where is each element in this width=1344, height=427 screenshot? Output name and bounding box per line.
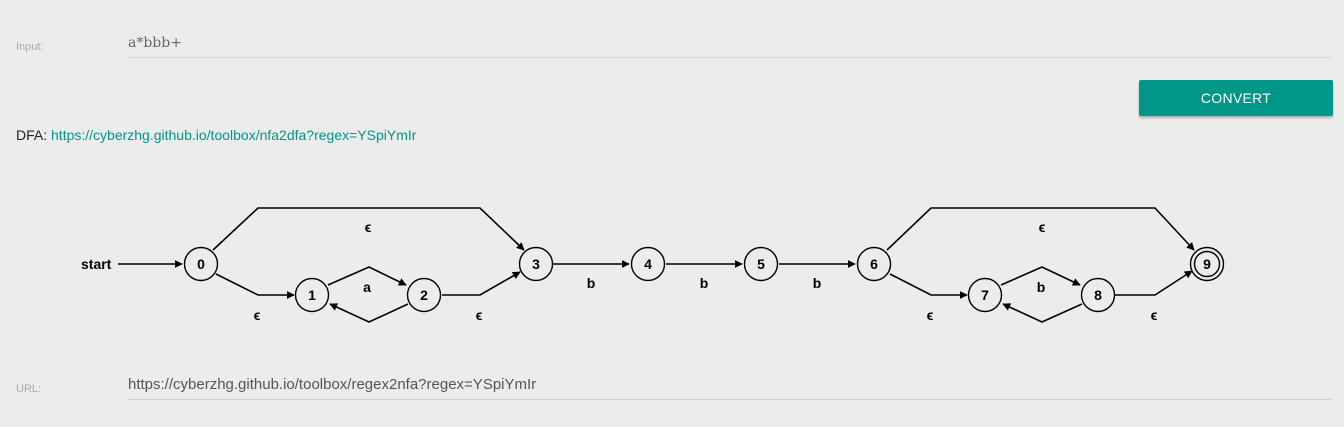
- edge-label-0-3: ϵ: [365, 219, 372, 235]
- edge-label-4-5: b: [700, 275, 709, 291]
- state-6: 6: [856, 246, 892, 282]
- edge-8-9: [1115, 270, 1193, 296]
- state-0: 0: [183, 246, 219, 282]
- state-label-7: 7: [981, 287, 989, 303]
- input-label: Input:: [16, 41, 44, 53]
- edge-8-7: [1002, 303, 1083, 323]
- regex-input[interactable]: [128, 28, 1332, 58]
- state-7: 7: [967, 277, 1003, 313]
- dfa-link[interactable]: https://cyberzhg.github.io/toolbox/nfa2d…: [51, 127, 417, 143]
- edge-2-1: [329, 303, 409, 323]
- edge-6-9: [886, 207, 1195, 251]
- state-8: 8: [1080, 277, 1116, 313]
- convert-button[interactable]: CONVERT: [1139, 80, 1333, 116]
- edge-label-0-1: ϵ: [254, 307, 261, 323]
- nfa-graph: start ϵ ϵ a ϵ b b b ϵ ϵ b ϵ 0 1 2 3 4: [81, 207, 1225, 323]
- edge-7-8: [1000, 266, 1081, 286]
- url-label: URL:: [16, 383, 42, 395]
- edge-label-7-8: b: [1037, 279, 1046, 295]
- edge-2-3: [442, 271, 521, 296]
- start-label: start: [81, 256, 112, 272]
- state-3: 3: [518, 246, 554, 282]
- edge-0-3: [212, 207, 525, 251]
- url-field[interactable]: [128, 370, 1332, 400]
- state-label-8: 8: [1094, 287, 1102, 303]
- state-label-3: 3: [532, 256, 540, 272]
- state-1: 1: [294, 277, 330, 313]
- state-5: 5: [743, 246, 779, 282]
- state-label-9: 9: [1203, 256, 1211, 272]
- state-2: 2: [406, 277, 442, 313]
- edge-label-8-9: ϵ: [1151, 307, 1158, 323]
- state-label-5: 5: [757, 256, 765, 272]
- state-4: 4: [630, 246, 666, 282]
- edge-label-3-4: b: [587, 275, 596, 291]
- state-label-0: 0: [197, 256, 205, 272]
- edge-6-7: [889, 273, 968, 299]
- edge-1-2: [327, 266, 407, 286]
- state-label-4: 4: [644, 256, 652, 272]
- edge-label-2-3: ϵ: [476, 307, 483, 323]
- state-9-accept: 9: [1189, 246, 1225, 282]
- state-label-6: 6: [870, 256, 878, 272]
- edge-label-6-7: ϵ: [927, 307, 934, 323]
- dfa-line: DFA: https://cyberzhg.github.io/toolbox/…: [16, 127, 416, 143]
- state-label-1: 1: [308, 287, 316, 303]
- edge-label-5-6: b: [813, 275, 822, 291]
- edge-0-1: [215, 273, 295, 299]
- state-label-2: 2: [420, 287, 428, 303]
- dfa-prefix: DFA:: [16, 127, 48, 143]
- edge-label-6-9: ϵ: [1039, 219, 1046, 235]
- edge-label-1-2: a: [363, 279, 371, 295]
